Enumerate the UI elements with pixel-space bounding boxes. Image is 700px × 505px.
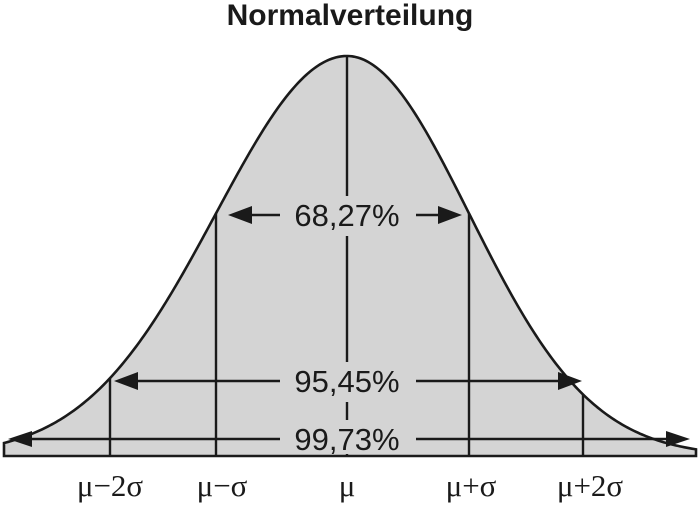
- tick-mu: μ: [339, 468, 356, 503]
- arrowhead-left: [8, 431, 32, 447]
- tick-mu-plus-sigma: μ+σ: [446, 468, 497, 503]
- label-three-sigma: 99,73%: [294, 422, 399, 457]
- interval-three-sigma: 99,73%: [8, 420, 690, 457]
- diagram-title: Normalverteilung: [227, 0, 474, 32]
- arrowhead-left: [228, 206, 252, 224]
- x-axis-labels: μ−2σ μ−σ μ μ+σ μ+2σ: [77, 468, 624, 503]
- label-one-sigma: 68,27%: [294, 198, 399, 233]
- arrowhead-right: [558, 372, 582, 390]
- tick-mu-plus-2sigma: μ+2σ: [557, 468, 624, 503]
- label-two-sigma: 95,45%: [294, 364, 399, 399]
- interval-two-sigma: 95,45%: [114, 362, 582, 402]
- arrowhead-right: [666, 431, 690, 447]
- interval-one-sigma: 68,27%: [228, 196, 462, 236]
- tick-mu-minus-2sigma: μ−2σ: [77, 468, 144, 503]
- tick-mu-minus-sigma: μ−σ: [197, 468, 248, 503]
- arrowhead-left: [114, 372, 138, 390]
- arrowhead-right: [438, 206, 462, 224]
